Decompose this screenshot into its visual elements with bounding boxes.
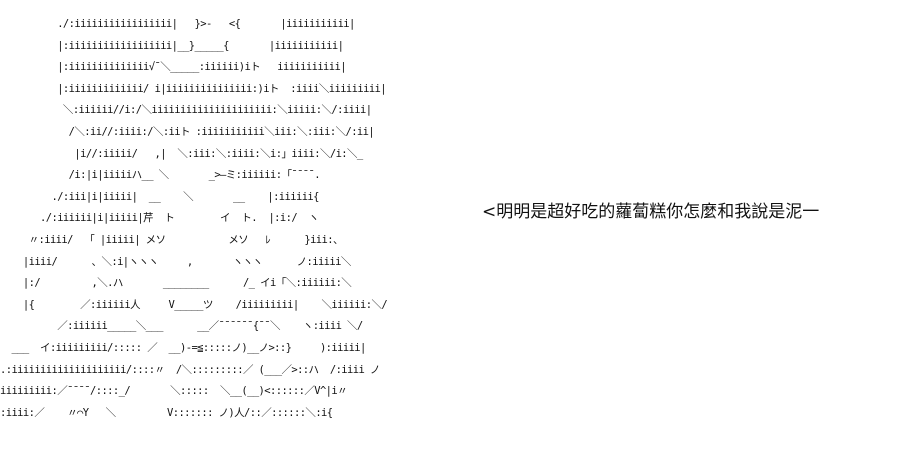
ascii-art-line: ./:iiiiii|i|iiiii|芹 ト イ ト. |:i:/ ヽ	[0, 212, 319, 225]
ascii-art-line: |i//:iiiii/ ,| ＼:iii:＼:iiii:＼i:」iiii:＼/i…	[0, 147, 363, 160]
ascii-art-line: |iiii/ 、＼:i|ヽヽヽ , ヽヽヽ ノ:iiiii＼	[0, 255, 351, 268]
ascii-art-line: /i:|i|iiiiiハ__ ＼ _>—ミ:iiiiii:「¯¯¯¯.	[0, 169, 321, 182]
ascii-art-line: .:iiiiiiiiiiiiiiiiiiii/::::〃 /＼:::::::::…	[0, 363, 380, 376]
ascii-art-line: |:/ ,＼.ハ ________ /_ イi「＼:iiiiii:＼	[0, 277, 352, 290]
ascii-art-line: |:iiiiiiiiiiiii/ i|iiiiiiiiiiiiiii:)iト :…	[0, 82, 386, 95]
ascii-art-line: ./:iii|i|iiiii| __ ＼ __ |:iiiiii{	[0, 190, 319, 203]
ascii-art-line: |{ ／:iiiiii人 V_____ツ /iiiiiiiii| ＼iiiiii…	[0, 298, 388, 311]
ascii-art-line: |:iiiiiiiiiiiiii√¯＼_____:iiiiii)iト iiiii…	[0, 61, 346, 74]
ascii-art: ./:iiiiiiiiiiiiiiiii| }>- <{ |iiiiiiiiii…	[0, 14, 540, 454]
ascii-art-line: :iiii:／ 〃⌒Υ ＼ V::::::: ノ)人/::／::::::＼:i{	[0, 406, 333, 419]
ascii-art-line: ／:iiiiii_____＼___ __／¯¯¯¯¯¯{¯¯＼ ヽ:iiii ＼…	[0, 320, 363, 333]
ascii-art-line: /＼:ii//:iiii:/＼:iiト :iiiiiiiiiii＼iii:＼:i…	[0, 125, 375, 138]
ascii-art-line: |:iiiiiiiiiiiiiiiiii|__}_____{ |iiiiiiii…	[0, 39, 344, 52]
ascii-art-line: ＼:iiiiii//i:/＼iiiiiiiiiiiiiiiiiiiii:＼iii…	[0, 104, 372, 117]
speech-text: <明明是超好吃的蘿蔔糕你怎麼和我說是泥一	[482, 202, 820, 222]
ascii-art-line: 〃:iiii/ 「 |iiiii| メソ メソ ﾚ }iii:、	[0, 233, 344, 246]
ascii-art-line: ./:iiiiiiiiiiiiiiiii| }>- <{ |iiiiiiiiii…	[0, 18, 355, 30]
ascii-art-line: iiiiiiiii:／¯¯¯¯/::::_/ ＼::::: ＼__(__)<::…	[0, 385, 348, 398]
ascii-art-line: ___ イ:iiiiiiiii/::::: ／ __)-=≦:::::ノ)__ノ…	[0, 341, 366, 354]
